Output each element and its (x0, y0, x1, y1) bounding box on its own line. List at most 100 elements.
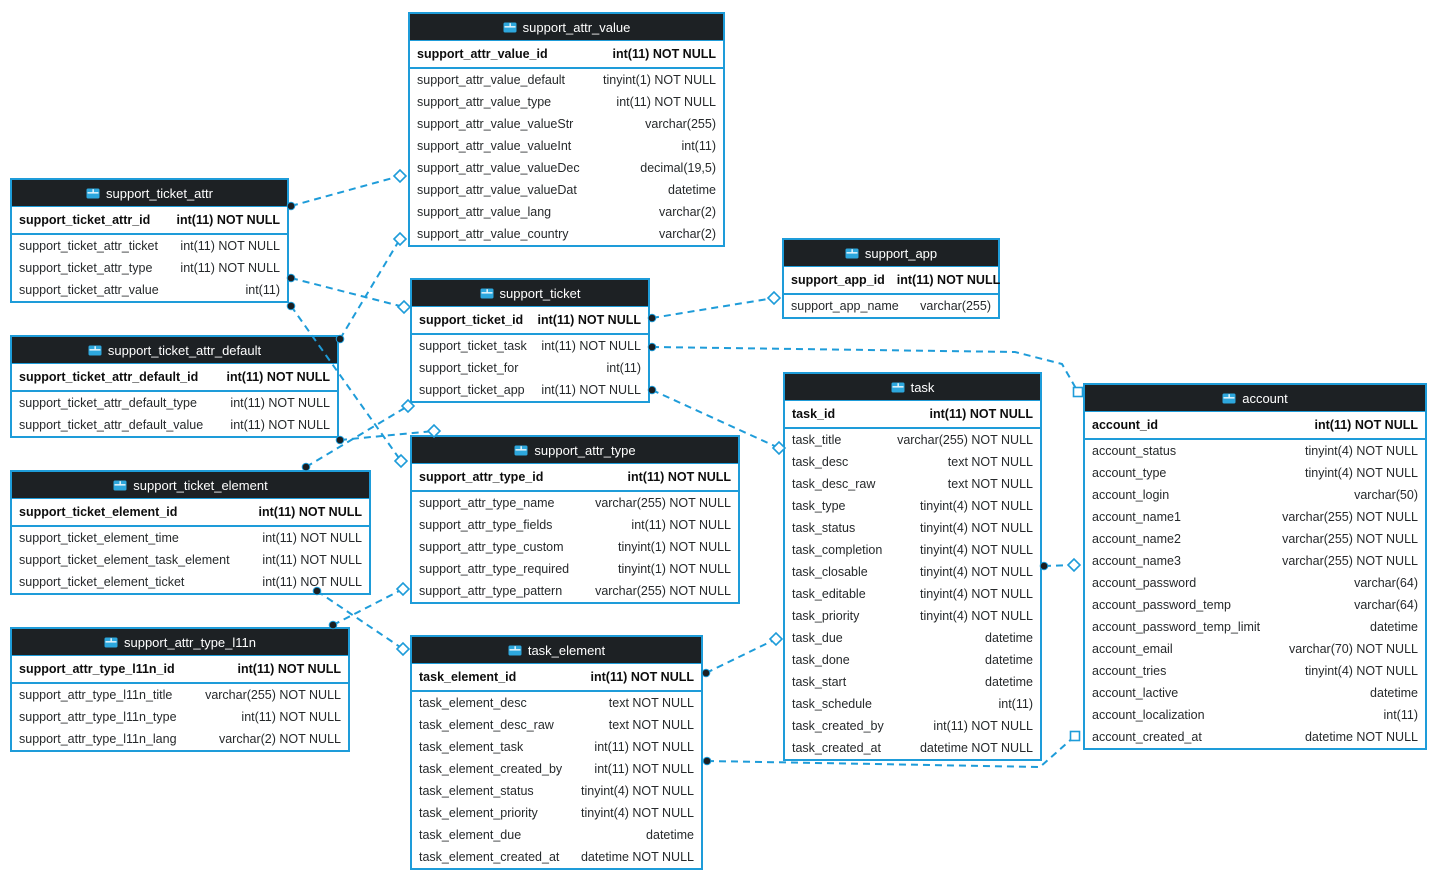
relation-support_ticket-support_app[interactable] (647, 290, 782, 323)
relation-line[interactable] (339, 430, 435, 441)
table-header[interactable]: support_ticket (412, 280, 648, 307)
relation-line[interactable] (705, 638, 777, 674)
table-header[interactable]: support_attr_type_l11n (12, 629, 348, 656)
table-header[interactable]: support_ticket_element (12, 472, 369, 499)
table-header[interactable]: support_attr_type (412, 437, 738, 464)
relation-line[interactable] (706, 735, 1076, 769)
table-header[interactable]: support_app (784, 240, 998, 267)
relation-line[interactable] (339, 238, 401, 340)
relation-line[interactable] (332, 588, 404, 626)
relation-line[interactable] (290, 277, 405, 308)
relation-line[interactable] (316, 590, 404, 650)
table-header[interactable]: task (785, 374, 1040, 401)
table-header[interactable]: account (1085, 385, 1425, 412)
relation-line[interactable] (1043, 564, 1075, 567)
relation-line[interactable] (651, 297, 775, 319)
relation-line[interactable] (305, 405, 409, 468)
table-header[interactable]: support_ticket_attr_default (12, 337, 337, 364)
relation-line[interactable] (290, 175, 401, 207)
relation-support_ticket_attr-support_ticket[interactable] (286, 273, 412, 315)
table-header[interactable]: support_attr_value (410, 14, 723, 41)
relation-support_ticket_attr_default-support_attr_value[interactable] (335, 231, 408, 344)
table-header[interactable]: task_element (412, 637, 701, 664)
relation-line[interactable] (651, 346, 1079, 393)
relation-task_element-task[interactable] (701, 631, 784, 678)
